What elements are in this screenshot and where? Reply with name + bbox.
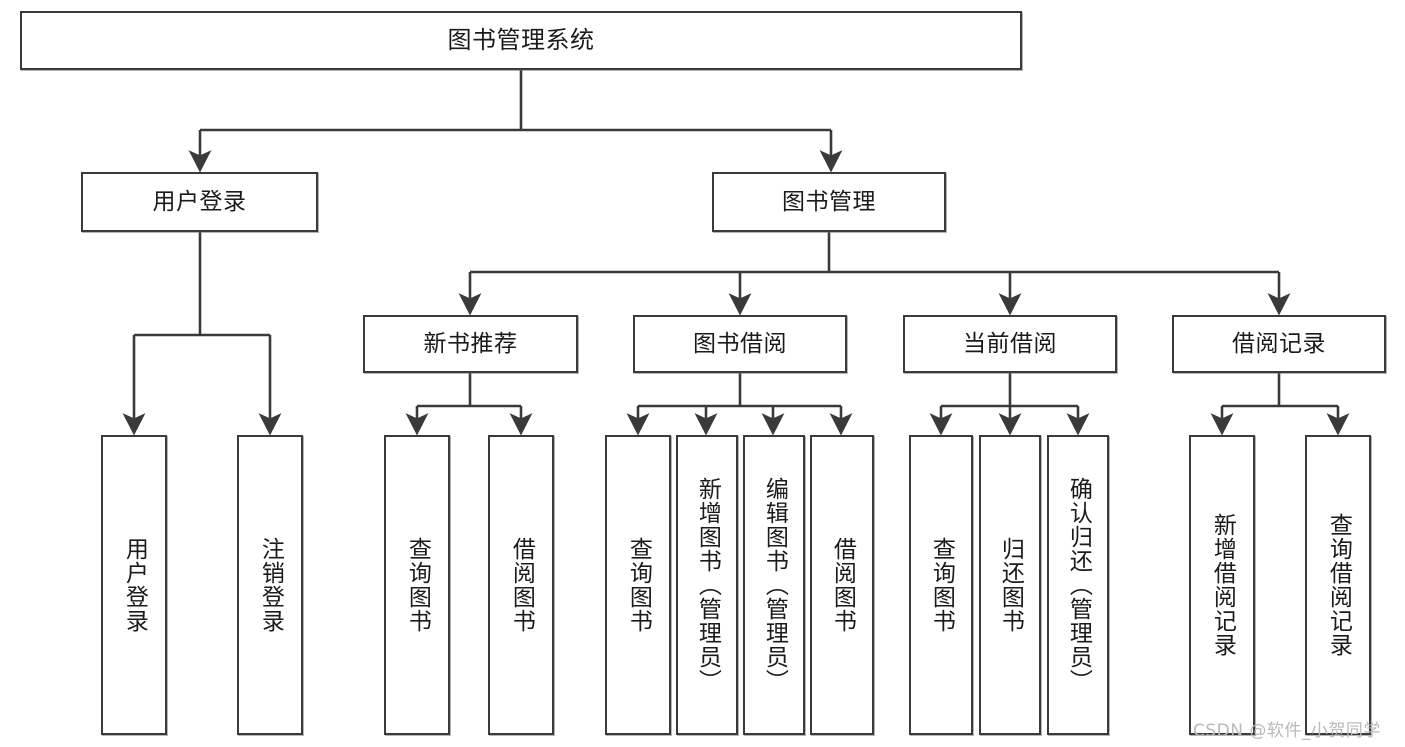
node-label: 图书管理系统 xyxy=(447,25,595,54)
leaf-logout[interactable]: 注销登录 xyxy=(237,435,303,735)
node-label: 新增借阅记录 xyxy=(1209,513,1236,657)
node-label: 借阅记录 xyxy=(1232,330,1326,357)
node-current-borrow[interactable]: 当前借阅 xyxy=(903,315,1117,373)
node-label: 查询借阅记录 xyxy=(1325,513,1352,657)
leaf-confirm-return-admin[interactable]: 确认归还（管理员） xyxy=(1047,435,1109,735)
leaf-borrow-book[interactable]: 借阅图书 xyxy=(810,435,874,735)
leaf-user-login[interactable]: 用户登录 xyxy=(101,435,167,735)
node-label: 用户登录 xyxy=(152,188,247,215)
node-label: 用户登录 xyxy=(121,537,148,633)
node-label: 当前借阅 xyxy=(963,330,1057,357)
leaf-add-borrow-record[interactable]: 新增借阅记录 xyxy=(1189,435,1255,735)
node-label: 注销登录 xyxy=(257,537,284,633)
node-label: 图书借阅 xyxy=(693,330,787,357)
node-label: 查询图书 xyxy=(928,537,955,633)
node-label: 查询图书 xyxy=(404,537,431,633)
node-label: 归还图书 xyxy=(997,537,1024,633)
leaf-borrow-book-recommend[interactable]: 借阅图书 xyxy=(488,435,554,735)
leaf-return-book[interactable]: 归还图书 xyxy=(979,435,1041,735)
node-book-borrow[interactable]: 图书借阅 xyxy=(633,315,847,373)
node-label: 图书管理 xyxy=(782,188,876,215)
node-label: 确认归还（管理员） xyxy=(1065,477,1092,693)
leaf-query-borrow-record[interactable]: 查询借阅记录 xyxy=(1305,435,1371,735)
node-borrow-records[interactable]: 借阅记录 xyxy=(1172,315,1386,373)
csdn-watermark: CSDN @软件_小贺同学 xyxy=(1193,721,1381,741)
leaf-query-book-borrow[interactable]: 查询图书 xyxy=(605,435,671,735)
node-label: 新增图书（管理员） xyxy=(694,477,721,693)
node-label: 借阅图书 xyxy=(829,537,856,633)
node-new-book-recommend[interactable]: 新书推荐 xyxy=(363,315,578,373)
leaf-query-book-recommend[interactable]: 查询图书 xyxy=(384,435,450,735)
node-root-book-management-system[interactable]: 图书管理系统 xyxy=(20,11,1022,70)
node-label: 借阅图书 xyxy=(508,537,535,633)
node-book-management[interactable]: 图书管理 xyxy=(712,172,946,232)
node-label: 查询图书 xyxy=(625,537,652,633)
leaf-edit-book-admin[interactable]: 编辑图书（管理员） xyxy=(743,435,805,735)
leaf-query-book-current[interactable]: 查询图书 xyxy=(909,435,973,735)
node-user-login[interactable]: 用户登录 xyxy=(81,172,318,232)
node-label: 新书推荐 xyxy=(423,330,518,357)
leaf-add-book-admin[interactable]: 新增图书（管理员） xyxy=(676,435,738,735)
node-label: 编辑图书（管理员） xyxy=(761,477,788,693)
